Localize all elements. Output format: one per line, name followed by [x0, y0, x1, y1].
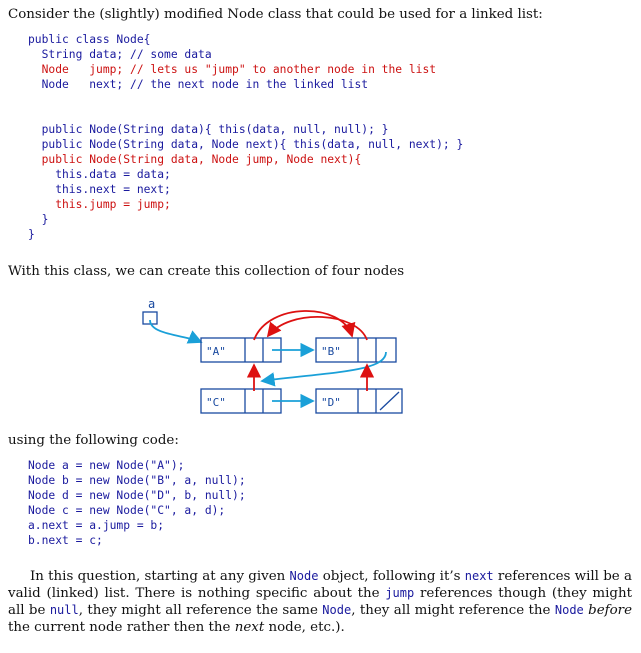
variable-a-pointer	[149, 319, 203, 344]
usage-code-line: Node b = new Node("B", a, null);	[28, 474, 246, 487]
using-text: using the following code:	[8, 433, 179, 448]
class-code-line: }	[28, 213, 49, 226]
node-b: "B"	[315, 337, 397, 363]
b-next-arrow	[260, 351, 387, 387]
b-jump-arrow	[266, 316, 368, 341]
node-class-code: public class Node{ String data; // some …	[28, 32, 463, 242]
class-code-line: this.jump = jump;	[28, 198, 171, 211]
usage-code-line: Node a = new Node("A");	[28, 459, 185, 472]
node-c: "C"	[200, 388, 282, 414]
node-d: "D"	[315, 388, 403, 414]
class-code-line: public Node(String data, Node next){ thi…	[28, 138, 464, 151]
class-code-line: public Node(String data, Node jump, Node…	[28, 153, 362, 166]
class-code-line: public Node(String data){ this(data, nul…	[28, 123, 389, 136]
class-code-line: Node next; // the next node in the linke…	[28, 78, 369, 91]
node-b-label: "B"	[321, 345, 341, 358]
with-class-text: With this class, we can create this coll…	[8, 264, 405, 279]
intro-text: Consider the (slightly) modified Node cl…	[8, 7, 543, 22]
class-code-line: this.data = data;	[28, 168, 171, 181]
variable-a-label: a	[148, 297, 155, 311]
closing-paragraph: In this question, starting at any given …	[8, 569, 633, 635]
class-code-line: public class Node{	[28, 33, 151, 46]
usage-code-line: a.next = a.jump = b;	[28, 519, 165, 532]
class-code-line: Node jump; // lets us "jump" to another …	[28, 63, 437, 76]
usage-code: Node a = new Node("A"); Node b = new Nod…	[28, 458, 246, 548]
class-code-line: this.next = next;	[28, 183, 171, 196]
usage-code-line: Node c = new Node("C", a, d);	[28, 504, 226, 517]
usage-code-line: b.next = c;	[28, 534, 103, 547]
node-c-label: "C"	[206, 396, 226, 409]
usage-code-line: Node d = new Node("D", b, null);	[28, 489, 246, 502]
node-a-label: "A"	[206, 345, 226, 358]
a-jump-arrow	[253, 310, 356, 341]
class-code-line: }	[28, 228, 35, 241]
node-a: "A"	[200, 337, 282, 363]
class-code-line: String data; // some data	[28, 48, 212, 61]
node-d-label: "D"	[321, 396, 341, 409]
node-diagram: a "A" "B" "C" "D"	[142, 297, 403, 414]
